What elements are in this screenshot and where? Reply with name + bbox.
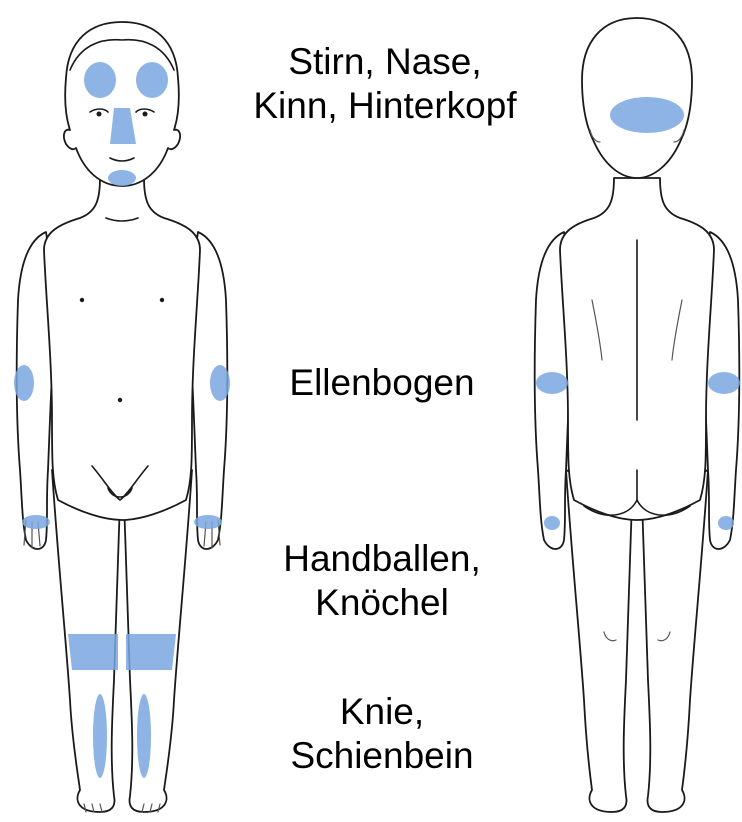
front-left-hand-highlight <box>22 515 50 529</box>
front-right-elbow-highlight <box>210 365 230 401</box>
knee-label-line2: Schienbein <box>250 734 514 778</box>
forehead-right-highlight <box>136 62 168 98</box>
back-of-head-highlight <box>610 97 684 133</box>
front-right-shin-highlight <box>137 694 151 778</box>
front-left-knee-highlight <box>68 634 118 670</box>
front-torso <box>44 178 200 520</box>
knee-label: Knie, Schienbein <box>250 690 514 778</box>
elbow-label-line1: Ellenbogen <box>250 361 514 405</box>
head-label-line1: Stirn, Nase, <box>230 40 540 84</box>
hand-label-line1: Handballen, <box>250 537 514 581</box>
back-left-leg <box>566 470 632 812</box>
elbow-label: Ellenbogen <box>250 361 514 405</box>
front-right-knee-highlight <box>126 634 176 670</box>
back-right-leg <box>642 470 708 812</box>
back-right-elbow-highlight <box>708 372 740 394</box>
hand-label: Handballen, Knöchel <box>250 537 514 625</box>
hand-label-line2: Knöchel <box>250 581 514 625</box>
back-left-hand-highlight <box>544 516 560 530</box>
back-left-elbow-highlight <box>536 372 568 394</box>
head-label-line2: Kinn, Hinterkopf <box>230 84 540 128</box>
back-right-hand-highlight <box>718 516 734 530</box>
knee-label-line1: Knie, <box>250 690 514 734</box>
chin-highlight <box>108 170 136 186</box>
front-left-shin-highlight <box>93 694 107 778</box>
forehead-left-highlight <box>84 62 116 98</box>
head-label: Stirn, Nase, Kinn, Hinterkopf <box>230 40 540 128</box>
back-figure <box>535 18 740 812</box>
front-right-hand-highlight <box>194 515 222 529</box>
front-figure <box>14 22 230 812</box>
front-left-elbow-highlight <box>14 365 34 401</box>
